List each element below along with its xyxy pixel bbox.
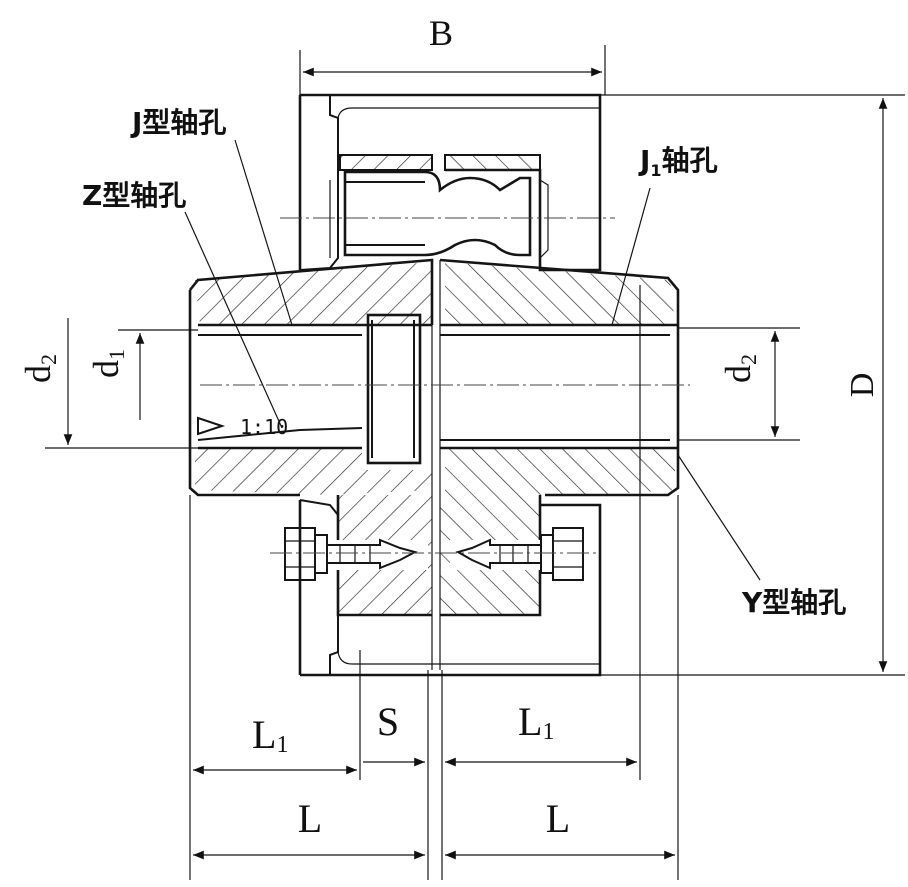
svg-text:L1: L1	[252, 712, 288, 758]
label-l1-right-sub: 1	[542, 719, 554, 745]
label-l1-left-sub: 1	[276, 732, 288, 758]
label-d2-right: d	[718, 365, 758, 383]
bolt-left	[284, 527, 418, 581]
center-key	[366, 313, 422, 465]
dimension-bottom: L1 S L1 L L	[189, 285, 679, 880]
callout-y: Y型轴孔	[677, 454, 846, 619]
callout-j: J型轴孔	[130, 106, 293, 326]
label-j1-bore: J	[638, 144, 650, 177]
dimension-b: B	[299, 13, 606, 95]
label-d2-right-sub: 2	[736, 354, 761, 365]
dimension-d2-right: d2	[678, 327, 800, 441]
dimension-d: D	[600, 94, 905, 676]
label-d: D	[844, 373, 881, 398]
lower-flanges	[284, 495, 584, 617]
svg-text:d2: d2	[18, 354, 61, 383]
label-y-bore: Y型轴孔	[741, 586, 846, 619]
label-l1-left: L	[252, 712, 276, 757]
label-l1-right: L	[518, 699, 542, 744]
dimension-d2-left: d2	[18, 318, 198, 449]
label-z-bore: Z型轴孔	[82, 179, 186, 212]
svg-text:J1轴孔: J1轴孔	[638, 144, 718, 180]
label-d2-left-sub: 2	[36, 354, 61, 365]
label-taper: 1:10	[240, 415, 288, 439]
label-j1-bore-suffix: 轴孔	[662, 144, 718, 177]
label-b: B	[429, 13, 453, 53]
svg-text:d2: d2	[718, 354, 761, 383]
left-hub	[188, 258, 434, 497]
svg-text:L1: L1	[518, 699, 554, 745]
callout-j1: J1轴孔	[611, 144, 718, 326]
taper-triangle-icon	[197, 416, 226, 436]
elastic-block-top	[329, 154, 549, 259]
label-d1: d	[86, 360, 126, 378]
callout-z: Z型轴孔	[82, 179, 283, 429]
label-j-bore: J型轴孔	[130, 106, 226, 139]
label-d2-left: d	[18, 365, 58, 383]
label-l-right: L	[546, 796, 570, 841]
center-lines	[200, 217, 690, 554]
svg-text:d1: d1	[86, 349, 129, 378]
label-d1-sub: 1	[104, 349, 129, 360]
label-l-left: L	[298, 796, 322, 841]
label-j1-bore-sub: 1	[650, 161, 661, 180]
bolt-right	[455, 527, 584, 581]
dimension-d1: d1	[86, 329, 198, 420]
right-hub	[431, 258, 680, 670]
taper-mark: 1:10	[197, 415, 288, 439]
label-s: S	[377, 699, 399, 744]
